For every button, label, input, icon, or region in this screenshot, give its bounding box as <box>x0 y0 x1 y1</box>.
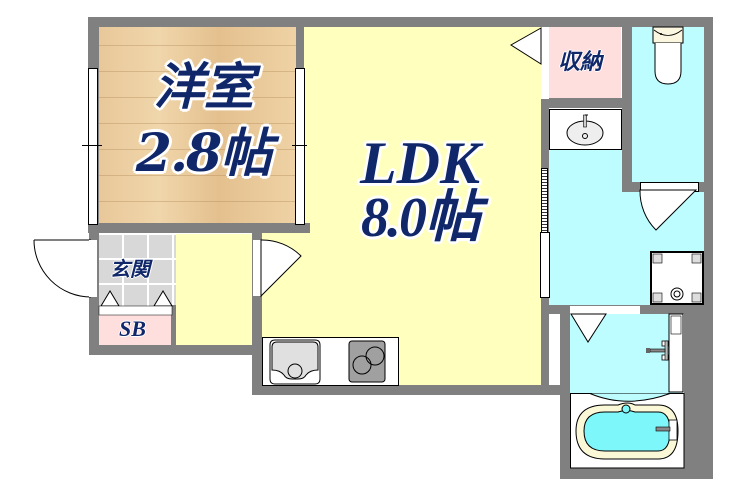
shoe-box-door-icon[interactable] <box>98 289 179 316</box>
shoe-box-floor <box>99 314 171 345</box>
bathroom-door-frame <box>570 306 640 314</box>
wash-basin-icon <box>549 109 622 150</box>
western-room-floor <box>99 27 299 228</box>
entrance-door-frame <box>89 240 97 297</box>
window-western-ldk[interactable] <box>295 68 305 225</box>
wall-top <box>88 17 713 27</box>
entrance-label: 玄関 <box>110 257 150 281</box>
hallway-floor <box>176 234 252 345</box>
shower-faucet-icon <box>646 313 684 393</box>
bathtub-icon <box>570 393 685 469</box>
storage-door-frame <box>541 27 549 99</box>
washroom-sliding-door[interactable] <box>541 168 548 234</box>
toilet-door-icon[interactable] <box>639 189 698 232</box>
western-room-name: 洋室 <box>154 57 254 116</box>
wall-right <box>704 17 713 377</box>
ldk-door-icon[interactable] <box>260 239 306 298</box>
shoe-box-label: SB <box>119 316 146 341</box>
ldk-door-frame <box>253 240 261 296</box>
wall-storage-toilet <box>622 17 632 191</box>
wall-ldk-bottom <box>252 385 552 395</box>
wall-hall-ldk <box>252 232 262 395</box>
western-room-size: 2.8帖 <box>135 123 272 184</box>
storage-floor <box>549 27 621 98</box>
storage-label: 収納 <box>558 49 603 75</box>
wall-ldk-bottom-right <box>541 385 570 395</box>
bathroom-door-icon[interactable] <box>570 313 610 344</box>
wall-western-bottom <box>88 223 310 233</box>
toilet-icon <box>652 26 684 85</box>
window-western-ldk-mullion <box>292 145 307 146</box>
entrance-door-icon[interactable] <box>32 239 92 300</box>
kitchen-counter-icon <box>262 337 399 386</box>
washing-machine-pan-icon <box>650 251 704 305</box>
window-western-left[interactable] <box>88 68 98 225</box>
ldk-name: LDK <box>360 130 480 196</box>
storage-door-icon[interactable] <box>510 27 542 67</box>
wall-bath-right <box>684 305 713 479</box>
stove-icon <box>348 340 386 383</box>
wall-sb-right <box>171 305 176 353</box>
wall-bath-bottom <box>560 468 713 479</box>
washroom-door-opening <box>540 232 550 298</box>
ldk-size: 8.0帖 <box>361 187 481 249</box>
kitchen-sink-icon <box>269 339 321 385</box>
window-western-left-mullion <box>82 145 102 146</box>
wall-storage-bottom <box>541 98 623 108</box>
